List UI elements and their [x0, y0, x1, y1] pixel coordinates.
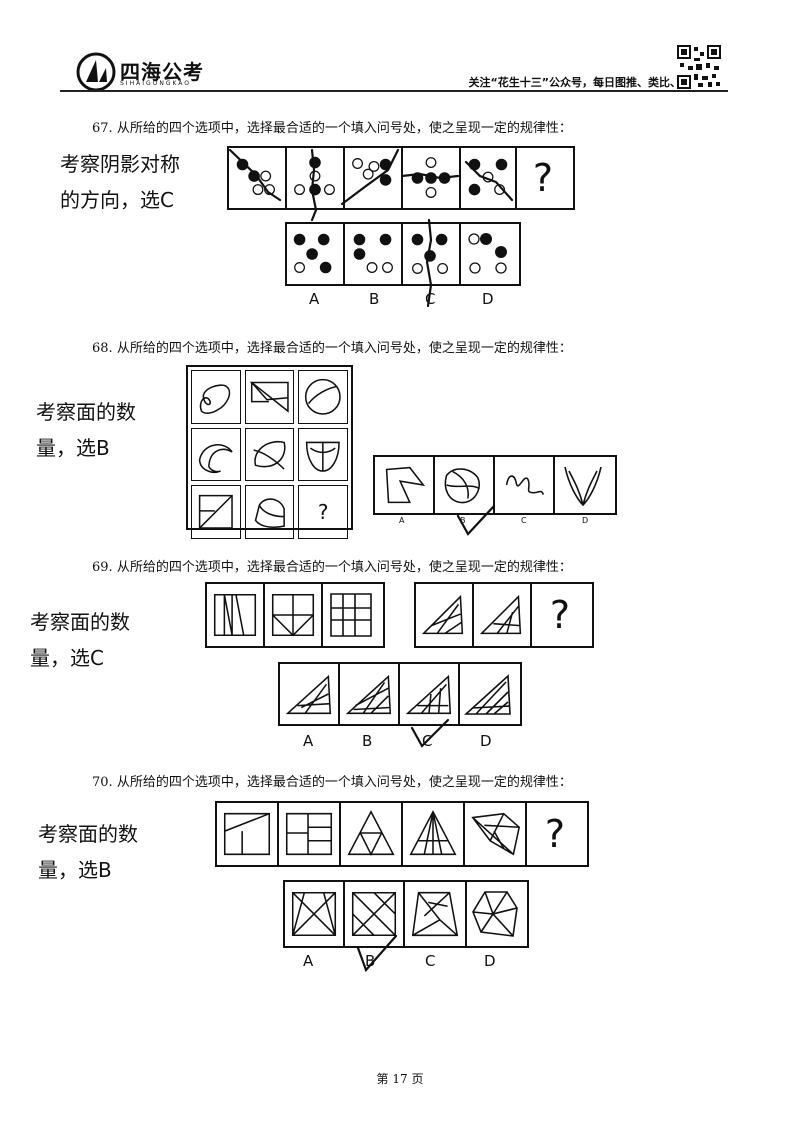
sequence-figure	[403, 148, 461, 208]
sequence-figure	[265, 584, 323, 646]
option-label-a: A	[309, 290, 320, 308]
grid-figure	[244, 370, 295, 424]
sequence-figure	[323, 584, 379, 646]
grid-figure	[244, 485, 295, 540]
brand-name: 四海公考	[120, 60, 204, 84]
sequence-figure	[287, 148, 345, 208]
option-a[interactable]	[287, 224, 345, 284]
option-d[interactable]	[461, 224, 517, 284]
option-label-d: D	[482, 290, 494, 308]
option-d[interactable]	[460, 664, 516, 724]
sequence-figure	[465, 803, 527, 865]
option-label-b: B	[362, 732, 373, 750]
option-label-a: A	[399, 516, 405, 525]
option-b[interactable]	[345, 224, 403, 284]
option-a[interactable]	[280, 664, 340, 724]
question-prompt: 68. 从所给的四个选项中，选择最合适的一个填入问号处，使之呈现一定的规律性：	[92, 341, 572, 356]
option-c[interactable]	[403, 224, 461, 284]
option-label-a: A	[303, 952, 314, 970]
option-b[interactable]	[340, 664, 400, 724]
question-mark: ?	[544, 812, 566, 856]
answer-options	[283, 880, 529, 948]
question-prompt: 69. 从所给的四个选项中，选择最合适的一个填入问号处，使之呈现一定的规律性：	[92, 560, 572, 575]
option-label-c: C	[521, 516, 527, 525]
checkmark-icon	[356, 934, 398, 973]
question-mark: ?	[549, 593, 571, 637]
question-mark: ?	[298, 485, 348, 540]
grid-figure	[298, 427, 348, 482]
question-mark: ?	[532, 156, 554, 200]
option-a[interactable]	[285, 882, 345, 946]
header-note: 关注“花生十三”公众号，每日图推、类比、速算等	[468, 76, 714, 89]
option-a[interactable]	[375, 457, 435, 513]
handwritten-note: 考察面的数量，选B	[36, 400, 136, 460]
sequence-figure	[341, 803, 403, 865]
answer-options	[373, 455, 617, 515]
sequence-figure	[403, 803, 465, 865]
option-c[interactable]	[495, 457, 555, 513]
handwritten-note: 考察面的数量，选C	[30, 610, 130, 670]
option-label-c: C	[425, 952, 436, 970]
question-sequence: ?	[215, 801, 589, 867]
sequence-figure	[474, 584, 532, 646]
handwritten-note: 考察阴影对称的方向，选C	[60, 152, 180, 212]
option-label-b: B	[369, 290, 380, 308]
option-label-c: C	[425, 290, 436, 308]
header-divider	[60, 90, 728, 92]
logo-icon	[76, 52, 116, 92]
page-number: 第 17 页	[376, 1072, 424, 1086]
option-d[interactable]	[555, 457, 611, 513]
grid-figure	[244, 427, 295, 482]
qr-code-icon	[676, 44, 722, 90]
figure-grid: ?	[186, 365, 353, 540]
option-label-b: B	[365, 952, 376, 970]
sequence-figure	[461, 148, 517, 208]
option-c[interactable]	[405, 882, 467, 946]
question-prompt: 67. 从所给的四个选项中，选择最合适的一个填入问号处，使之呈现一定的规律性：	[92, 121, 572, 136]
grid-figure	[191, 427, 241, 482]
option-b[interactable]	[435, 457, 495, 513]
option-label-b: B	[460, 516, 466, 525]
question-prompt: 70. 从所给的四个选项中，选择最合适的一个填入问号处，使之呈现一定的规律性：	[92, 775, 572, 790]
answer-options	[278, 662, 522, 726]
sequence-figure	[345, 148, 403, 208]
option-label-d: D	[582, 516, 589, 525]
grid-figure	[191, 370, 241, 424]
checkmark-icon	[410, 718, 450, 748]
option-label-d: D	[484, 952, 496, 970]
option-c[interactable]	[400, 664, 460, 724]
sequence-figure	[207, 584, 265, 646]
option-d[interactable]	[467, 882, 523, 946]
question-sequence-left	[205, 582, 385, 648]
sequence-figure	[217, 803, 279, 865]
option-label-a: A	[303, 732, 314, 750]
brand-subtitle: SIHAIGONGKAO	[120, 80, 192, 87]
handwritten-note: 考察面的数量，选B	[38, 822, 138, 882]
question-sequence: ?	[227, 146, 575, 210]
grid-figure	[298, 370, 348, 424]
sequence-figure	[229, 148, 287, 208]
option-label-d: D	[480, 732, 492, 750]
question-sequence-right: ?	[414, 582, 594, 648]
sequence-figure	[416, 584, 474, 646]
sequence-figure	[279, 803, 341, 865]
checkmark-icon	[456, 504, 496, 536]
grid-figure	[191, 485, 241, 540]
answer-options	[285, 222, 521, 286]
